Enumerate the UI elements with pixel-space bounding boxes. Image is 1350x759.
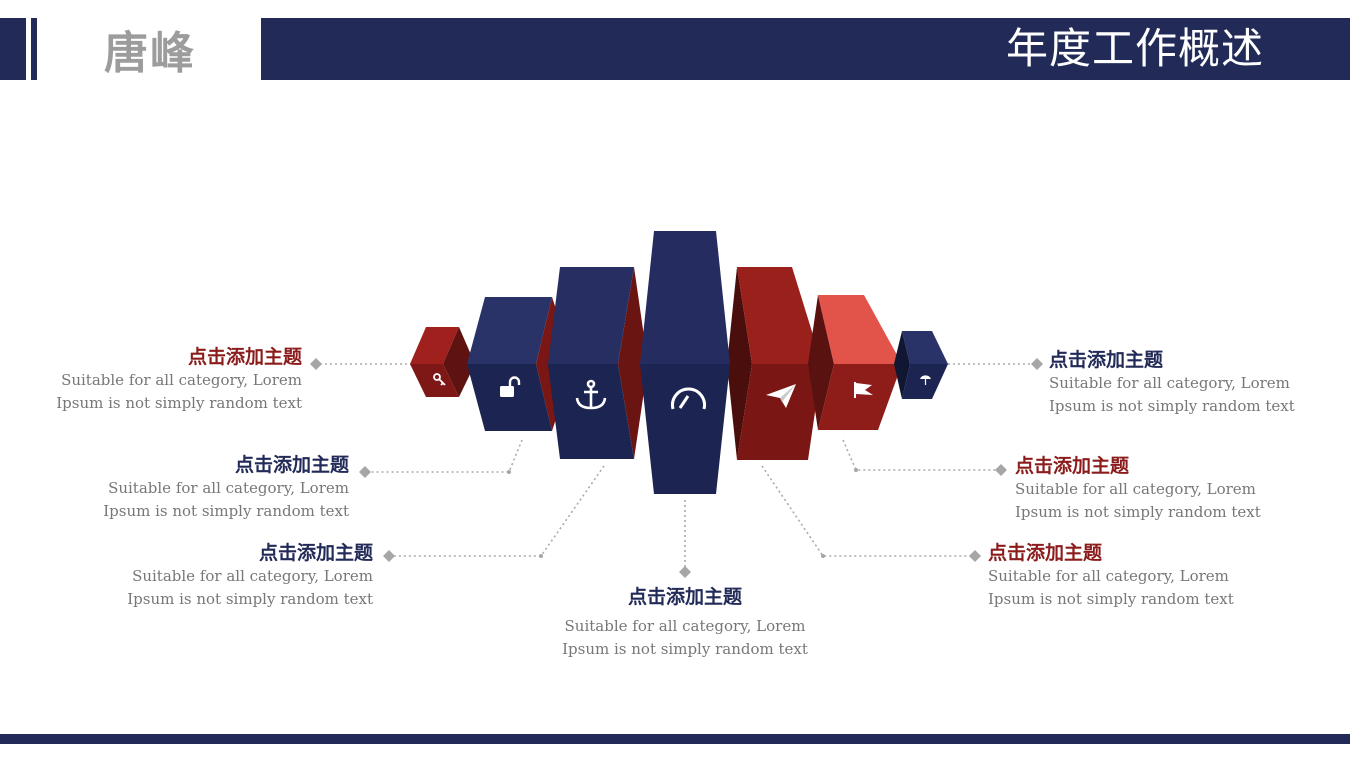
page-title: 年度工作概述 (1005, 24, 1264, 73)
item-4-desc-line1: Suitable for all category, Lorem (564, 617, 806, 635)
item-2-label: 点击添加主题 Suitable for all category, Lorem … (49, 453, 349, 523)
item-4-desc-line2: Ipsum is not simply random text (562, 640, 808, 658)
diamond-2 (359, 466, 371, 478)
prism-block-4 (640, 231, 730, 494)
item-6-label: 点击添加主题 Suitable for all category, Lorem … (1015, 454, 1315, 524)
dot-3 (539, 554, 543, 558)
diamond-7 (1031, 358, 1043, 370)
paper-plane-icon (766, 384, 796, 408)
item-5-desc-line1: Suitable for all category, Lorem (988, 567, 1229, 585)
item-7-desc-line1: Suitable for all category, Lorem (1049, 374, 1290, 392)
dot-6 (854, 468, 858, 472)
item-3-title: 点击添加主题 (258, 542, 373, 564)
item-5-title: 点击添加主题 (988, 542, 1103, 564)
item-5-label: 点击添加主题 Suitable for all category, Lorem … (988, 541, 1288, 611)
item-1-desc-line1: Suitable for all category, Lorem (61, 371, 302, 389)
item-4-title: 点击添加主题 (627, 586, 742, 608)
brand-name: 唐峰 (104, 28, 196, 79)
anchor-icon (575, 379, 607, 410)
header-title-bar (261, 18, 1350, 80)
connector-lines (316, 363, 1037, 572)
item-5-desc-line2: Ipsum is not simply random text (988, 590, 1234, 608)
item-2-desc-line2: Ipsum is not simply random text (103, 502, 349, 520)
item-7-label: 点击添加主题 Suitable for all category, Lorem … (1049, 348, 1349, 418)
prism-block-5 (727, 267, 822, 460)
item-6-title: 点击添加主题 (1015, 455, 1130, 477)
unlock-icon (500, 376, 521, 397)
diamond-6 (995, 464, 1007, 476)
connector-2 (365, 439, 523, 473)
flag-icon (854, 382, 873, 398)
item-2-title: 点击添加主题 (234, 454, 349, 476)
item-1-desc-line2: Ipsum is not simply random text (56, 394, 302, 412)
item-2-desc-line1: Suitable for all category, Lorem (108, 479, 349, 497)
dot-5 (821, 554, 825, 558)
diamond-1 (310, 358, 322, 370)
header-divider-stripe (31, 18, 37, 80)
connector-diamonds (310, 358, 1043, 578)
connector-5 (761, 465, 975, 557)
prism-block-7 (894, 331, 948, 399)
item-6-desc-line1: Suitable for all category, Lorem (1015, 480, 1256, 498)
item-7-title: 点击添加主题 (1049, 349, 1164, 371)
item-1-label: 点击添加主题 Suitable for all category, Lorem … (2, 345, 302, 415)
connector-6 (842, 439, 1001, 471)
item-3-desc-line2: Ipsum is not simply random text (127, 590, 373, 608)
umbrella-icon (920, 375, 931, 385)
footer-bar (0, 734, 1350, 744)
diamond-4 (679, 566, 691, 578)
diamond-5 (969, 550, 981, 562)
prism-block-6 (808, 295, 902, 430)
header-left-block (0, 18, 26, 80)
dot-2 (507, 470, 511, 474)
item-7-desc-line2: Ipsum is not simply random text (1049, 397, 1295, 415)
item-3-desc-line1: Suitable for all category, Lorem (132, 567, 373, 585)
item-4-label: 点击添加主题 Suitable for all category, Lorem … (535, 585, 835, 661)
speedometer-icon (671, 387, 706, 410)
item-6-desc-line2: Ipsum is not simply random text (1015, 503, 1261, 521)
prism-block-3 (548, 267, 648, 459)
diamond-3 (383, 550, 395, 562)
prism-block-1 (410, 327, 475, 397)
connector-3 (389, 465, 605, 557)
item-1-title: 点击添加主题 (187, 346, 302, 368)
key-icon (433, 373, 446, 386)
item-3-label: 点击添加主题 Suitable for all category, Lorem … (73, 541, 373, 611)
